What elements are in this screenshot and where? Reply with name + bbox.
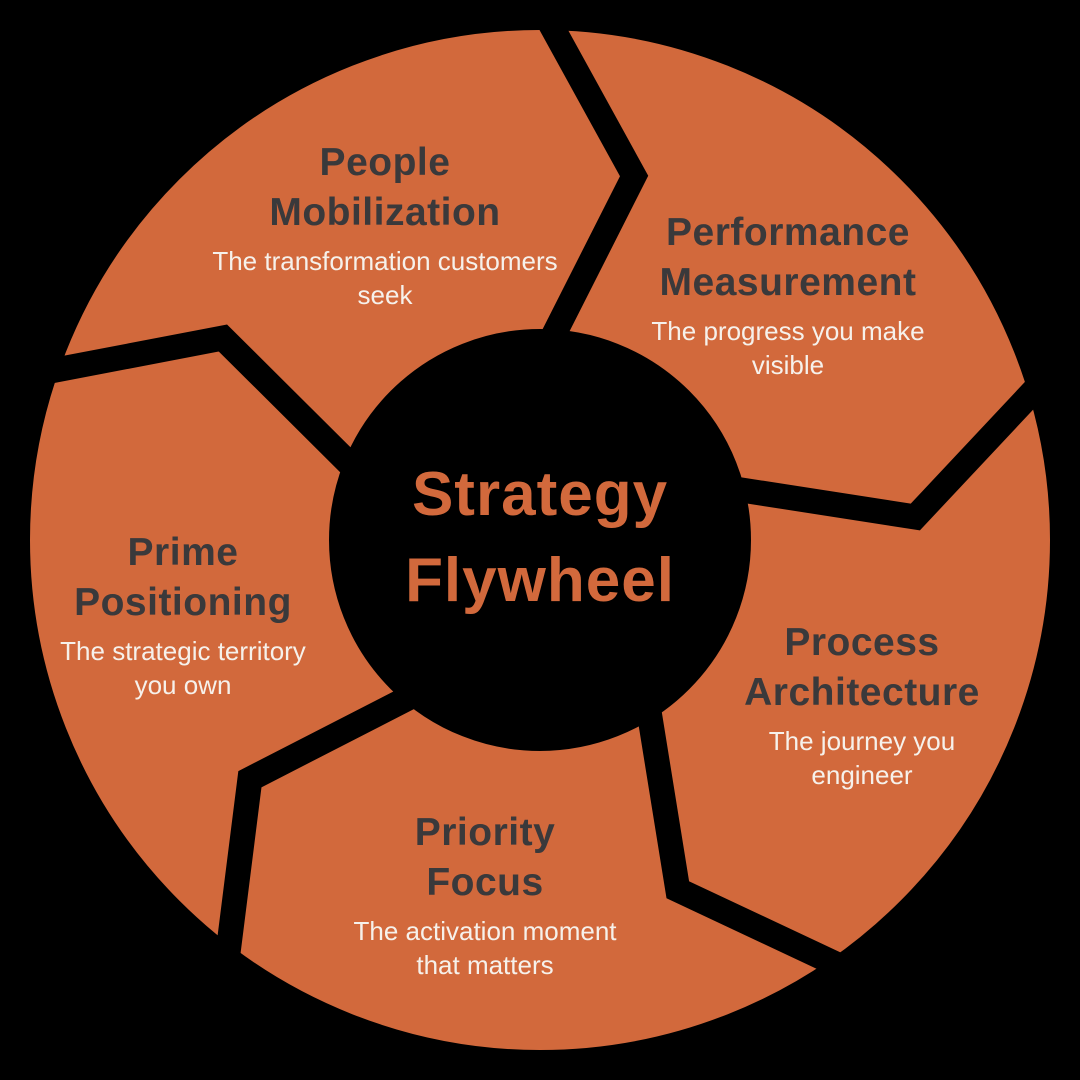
subtitle-line: engineer: [811, 760, 913, 790]
segment-subtitle: The journey you engineer: [744, 724, 980, 792]
subtitle-line: you own: [134, 670, 232, 700]
segment-heading: People Mobilization: [212, 138, 557, 238]
subtitle-line: that matters: [416, 950, 554, 980]
subtitle-line: The strategic territory: [60, 636, 306, 666]
segment-heading: Performance Measurement: [651, 208, 924, 308]
heading-line: Prime: [127, 531, 239, 574]
segment-heading: Priority Focus: [353, 808, 616, 908]
segment-gap-divider: [632, 682, 860, 985]
heading-line: Mobilization: [269, 191, 501, 234]
segment-subtitle: The transformation customers seek: [212, 244, 557, 312]
segment-label-process-architecture: Process Architecture The journey you eng…: [744, 618, 980, 792]
segment-label-prime-positioning: Prime Positioning The strategic territor…: [60, 528, 306, 702]
heading-line: Positioning: [74, 581, 292, 624]
segment-subtitle: The progress you make visible: [651, 314, 924, 382]
subtitle-line: The progress you make: [651, 316, 925, 346]
flywheel-ring: [30, 30, 1050, 1050]
segment-gap-divider: [28, 324, 380, 494]
subtitle-line: The journey you: [768, 726, 956, 756]
heading-line: Focus: [426, 861, 544, 904]
subtitle-line: visible: [751, 350, 825, 380]
segment-label-performance-measurement: Performance Measurement The progress you…: [651, 208, 924, 382]
heading-line: People: [319, 141, 451, 184]
title-line: Flywheel: [405, 546, 675, 615]
segment-gap-divider: [707, 366, 1058, 531]
subtitle-line: The activation moment: [353, 916, 617, 946]
segment-gap-divider: [528, 0, 649, 368]
diagram-title: Strategy Flywheel: [405, 452, 675, 624]
heading-line: Measurement: [659, 261, 917, 304]
heading-line: Architecture: [744, 671, 980, 714]
subtitle-line: The transformation customers: [212, 246, 558, 276]
subtitle-line: seek: [357, 280, 413, 310]
segment-subtitle: The activation moment that matters: [353, 914, 616, 982]
heading-line: Priority: [414, 811, 556, 854]
segment-heading: Process Architecture: [744, 618, 980, 718]
segment-gap-divider: [213, 672, 442, 975]
segment-label-priority-focus: Priority Focus The activation moment tha…: [353, 808, 616, 982]
heading-line: Process: [784, 621, 940, 664]
title-line: Strategy: [411, 460, 669, 529]
segment-heading: Prime Positioning: [60, 528, 306, 628]
segment-subtitle: The strategic territory you own: [60, 634, 306, 702]
heading-line: Performance: [666, 211, 910, 254]
segment-label-people-mobilization: People Mobilization The transformation c…: [212, 138, 557, 312]
